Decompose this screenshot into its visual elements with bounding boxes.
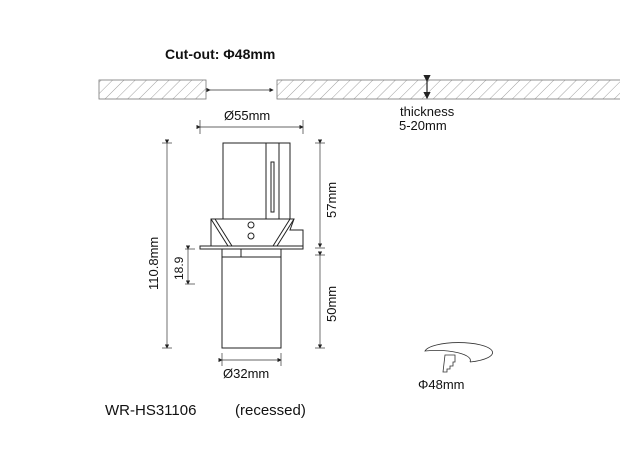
offset-label: 18.9 [172, 256, 186, 280]
top-diameter-label: Ø55mm [224, 108, 271, 123]
cutout-label: Cut-out: Φ48mm [165, 46, 276, 62]
ceiling-left [98, 79, 207, 100]
lower-height-label: 50mm [324, 285, 339, 322]
lamp-body [199, 142, 304, 349]
mount-type-label: (recessed) [235, 402, 306, 419]
model-label: WR-HS31106 [105, 402, 197, 419]
dimension-lines [162, 120, 325, 366]
cutout-hole-icon [424, 342, 493, 373]
upper-height-label: 57mm [324, 181, 339, 218]
hole-diameter-label: Φ48mm [418, 377, 465, 392]
bottom-diameter-label: Ø32mm [223, 366, 270, 381]
thickness-label: thickness [400, 104, 455, 119]
ceiling-right [276, 79, 620, 100]
total-height-label: 110.8mm [146, 236, 161, 290]
thickness-value: 5-20mm [399, 118, 447, 133]
